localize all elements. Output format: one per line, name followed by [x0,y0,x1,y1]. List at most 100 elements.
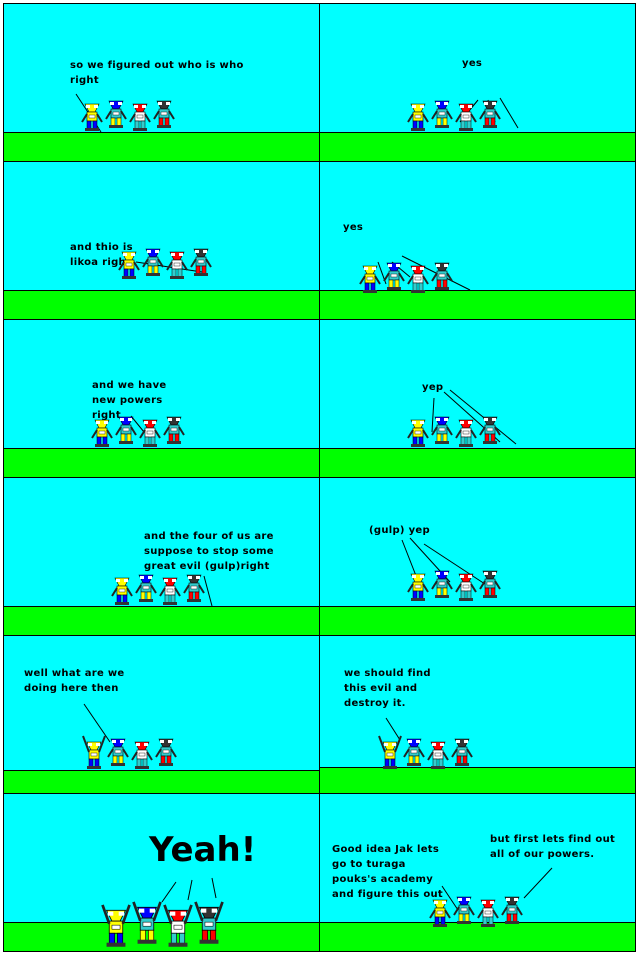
blue-hero [403,738,425,766]
yellow-hero [82,735,106,769]
caption: yep [422,382,444,393]
character-group [407,416,501,447]
yellow-hero [101,904,131,947]
blue-hero [107,738,129,766]
caption: yes [462,58,483,69]
panel-10: we should find this evil and destroy it. [319,635,636,794]
caption: (gulp) yep [369,525,430,536]
ground [320,448,635,477]
yellow-hero [359,265,381,293]
ground [4,770,319,793]
character-group [118,248,212,279]
dark-hero [431,262,453,290]
dark-hero [451,738,473,766]
dark-hero [479,570,501,598]
caption-right: but first lets find out all of our power… [490,834,616,860]
character-group [101,901,224,947]
character-group [91,416,185,447]
character-group [359,262,453,293]
yellow-hero [407,103,429,131]
dark-hero [194,901,224,944]
dark-hero [479,416,501,444]
blue-hero [453,896,475,924]
dark-hero [190,248,212,276]
ground [320,132,635,161]
character-group [81,100,175,131]
dark-hero [501,896,523,924]
caption: so we figured out who is who right [70,60,244,86]
caption-left: Good idea Jak lets go to turaga pouks's … [332,844,443,900]
ground [4,448,319,477]
character-group [378,735,473,769]
red-hero [163,904,193,947]
panel-9: well what are we doing here then [3,635,320,794]
caption: and thio is likoa right [70,242,133,268]
ground [4,922,319,951]
ground [320,606,635,635]
speech-pointer [83,703,111,743]
red-hero [455,419,477,447]
yellow-hero [111,577,133,605]
red-hero [129,103,151,131]
yellow-hero [118,251,140,279]
blue-hero [431,100,453,128]
panel-8: (gulp) yep [319,477,636,636]
dark-hero [479,100,501,128]
red-hero [427,741,449,769]
blue-hero [383,262,405,290]
dark-hero [155,738,177,766]
blue-hero [132,901,162,944]
red-hero [455,103,477,131]
red-hero [407,265,429,293]
panel-6: yep [319,319,636,478]
dark-hero [183,574,205,602]
panel-4: yes [319,161,636,320]
yellow-hero [91,419,113,447]
panel-5: and we have new powers right [3,319,320,478]
character-group [111,574,205,605]
blue-hero [431,570,453,598]
yellow-hero [378,735,402,769]
red-hero [139,419,161,447]
caption: we should find this evil and destroy it. [344,668,431,709]
yellow-hero [429,899,451,927]
red-hero [166,251,188,279]
panel-1: so we figured out who is who right [3,3,320,162]
blue-hero [105,100,127,128]
speech-pointer [385,717,401,741]
character-group [407,570,501,601]
speech-pointer [161,877,217,903]
character-group [82,735,177,769]
caption: and we have new powers right [92,380,167,421]
ground [4,606,319,635]
blue-hero [142,248,164,276]
ground [320,290,635,319]
panel-3: and thio is likoa right [3,161,320,320]
speech-pointer [130,415,145,433]
red-hero [131,741,153,769]
yellow-hero [407,573,429,601]
ground [320,767,635,793]
caption: well what are we doing here then [24,668,125,694]
blue-hero [115,416,137,444]
character-group [407,100,501,131]
character-group [429,896,523,927]
caption: and the four of us are suppose to stop s… [144,531,274,572]
speech-pointer [203,575,213,607]
ground [320,922,635,951]
ground [4,290,319,319]
red-hero [477,899,499,927]
red-hero [455,573,477,601]
blue-hero [135,574,157,602]
yellow-hero [407,419,429,447]
panel-11: Yeah! [3,793,320,952]
panel-7: and the four of us are suppose to stop s… [3,477,320,636]
red-hero [159,577,181,605]
caption: yes [343,222,364,233]
panel-2: yes [319,3,636,162]
panel-12: Good idea Jak lets go to turaga pouks's … [319,793,636,952]
ground [4,132,319,161]
speech-pointer [441,867,553,911]
dark-hero [163,416,185,444]
